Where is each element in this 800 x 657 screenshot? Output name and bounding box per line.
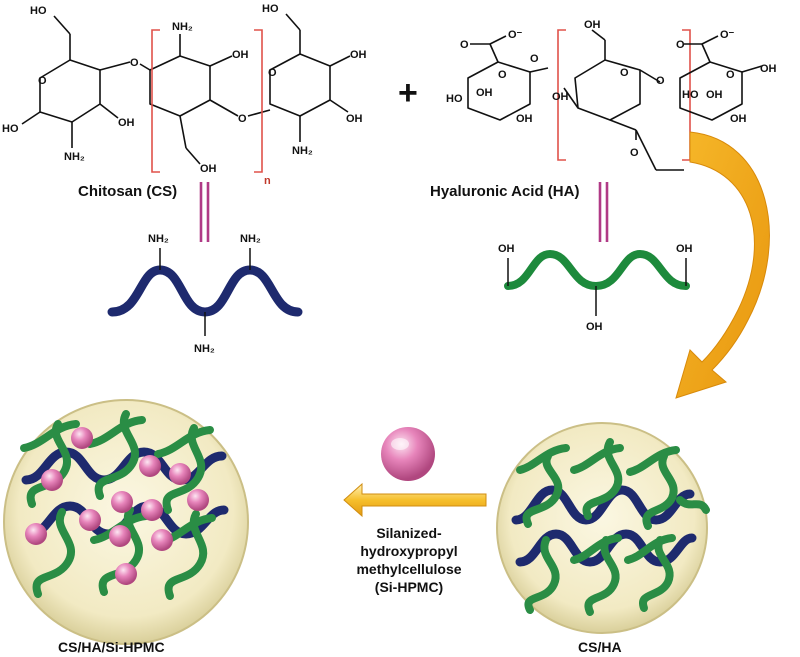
svg-text:OH: OH [350, 49, 367, 61]
svg-text:O⁻: O⁻ [508, 29, 523, 41]
svg-text:O: O [238, 113, 247, 125]
svg-text:OH: OH [516, 113, 533, 125]
svg-text:NH₂: NH₂ [148, 233, 169, 245]
svg-text:OH: OH [200, 163, 217, 175]
svg-text:OH: OH [498, 243, 515, 255]
svg-text:O: O [630, 147, 639, 159]
chitosan-strand: NH₂ NH₂ NH₂ [107, 233, 303, 355]
svg-text:O: O [130, 57, 139, 69]
left-arrow [343, 482, 487, 518]
svg-text:OH: OH [346, 113, 363, 125]
svg-text:OH: OH [584, 19, 601, 31]
svg-text:OH: OH [730, 113, 747, 125]
svg-text:Silanized-: Silanized- [376, 525, 442, 541]
svg-text:OH: OH [586, 321, 603, 333]
cs-ha-network [496, 422, 710, 634]
svg-text:OH: OH [232, 49, 249, 61]
svg-text:HO: HO [262, 3, 279, 15]
composite-ha-strands [20, 410, 216, 600]
svg-text:HO: HO [2, 123, 19, 135]
svg-text:OH: OH [476, 87, 493, 99]
svg-text:HO: HO [30, 5, 47, 17]
hyaluronic-acid-label: Hyaluronic Acid (HA) [430, 183, 579, 200]
si-hpmc-label: Silanized- hydroxypropyl methylcellulose… [356, 525, 461, 595]
svg-text:NH₂: NH₂ [292, 145, 313, 157]
svg-text:O: O [676, 39, 685, 51]
composite-label: CS/HA/Si-HPMC [58, 639, 165, 655]
svg-text:hydroxypropyl: hydroxypropyl [360, 543, 457, 559]
svg-text:n: n [264, 175, 271, 187]
svg-text:O: O [656, 75, 665, 87]
composite-network [3, 399, 249, 645]
svg-text:O: O [460, 39, 469, 51]
chitosan-groups: HO NH₂ OH HO O O NH₂ OH OH O O HO OH OH … [2, 3, 367, 187]
svg-text:OH: OH [760, 63, 777, 75]
svg-text:OH: OH [706, 89, 723, 101]
svg-text:O: O [268, 67, 277, 79]
si-hpmc-sphere [381, 427, 435, 481]
svg-text:OH: OH [552, 91, 569, 103]
hyaluronic-acid-groups: O O⁻ O O OH HO OH OH O O O OH O O⁻ O OH … [446, 19, 777, 159]
cs-ha-ha-strands [516, 438, 710, 616]
svg-text:(Si-HPMC): (Si-HPMC) [375, 579, 443, 595]
svg-text:NH₂: NH₂ [194, 343, 215, 355]
svg-text:methylcellulose: methylcellulose [356, 561, 461, 577]
svg-text:O: O [498, 69, 507, 81]
svg-text:O: O [620, 67, 629, 79]
ha-equivalence [598, 182, 609, 242]
svg-text:OH: OH [676, 243, 693, 255]
svg-text:NH₂: NH₂ [172, 21, 193, 33]
chitosan-equivalence [199, 182, 210, 242]
chitosan-label: Chitosan (CS) [78, 183, 177, 200]
svg-text:HO: HO [446, 93, 463, 105]
ha-strand: OH OH OH [498, 243, 693, 333]
chitosan-structure [21, 13, 351, 173]
hyaluronic-acid-structure [467, 29, 763, 171]
cs-ha-label: CS/HA [578, 639, 622, 655]
svg-text:O: O [726, 69, 735, 81]
composite-si-hpmc-spheres [25, 427, 209, 585]
svg-text:NH₂: NH₂ [240, 233, 261, 245]
plus-sign: + [398, 74, 418, 112]
svg-text:NH₂: NH₂ [64, 151, 85, 163]
svg-text:O: O [38, 75, 47, 87]
svg-text:OH: OH [118, 117, 135, 129]
svg-text:O: O [530, 53, 539, 65]
mixing-curved-arrow [675, 131, 770, 399]
svg-text:O⁻: O⁻ [720, 29, 735, 41]
svg-text:HO: HO [682, 89, 699, 101]
